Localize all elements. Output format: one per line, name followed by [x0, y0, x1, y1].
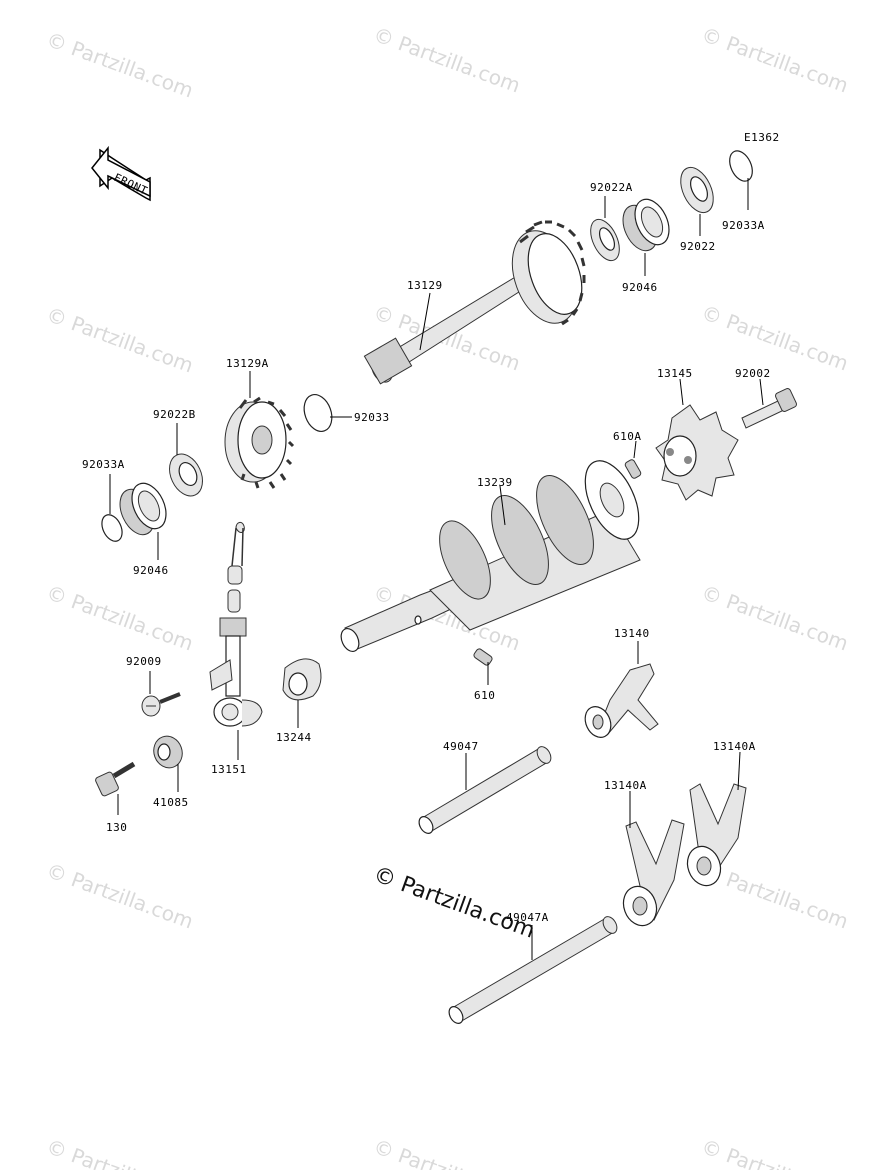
- label-92046-upper: 92046: [622, 281, 658, 294]
- label-13151: 13151: [211, 763, 247, 776]
- front-arrow-icon: FRONT: [91, 145, 151, 202]
- washer-92022B: [169, 453, 203, 497]
- plate-13145: [655, 404, 739, 501]
- label-92033A-upper: 92033A: [722, 219, 765, 232]
- fork-13140A-right: [686, 783, 747, 887]
- center-watermark: © Partzilla.com: [370, 862, 538, 944]
- diagram-code: E1362: [744, 131, 780, 144]
- washer-92022: [680, 166, 714, 214]
- gear-13129: [511, 220, 586, 326]
- watermark: © Partzilla.com: [698, 22, 851, 97]
- watermark: © Partzilla.com: [43, 1134, 196, 1170]
- label-92002: 92002: [735, 367, 771, 380]
- collar-41085: [153, 735, 183, 769]
- shaft-13129: [363, 220, 586, 385]
- watermark: © Partzilla.com: [698, 300, 851, 375]
- label-13129A: 13129A: [226, 357, 269, 370]
- watermark: © Partzilla.com: [43, 580, 196, 655]
- pin-610A: [624, 459, 642, 479]
- washer-92022A: [590, 218, 620, 262]
- watermark: © Partzilla.com: [698, 580, 851, 655]
- watermark: © Partzilla.com: [370, 22, 523, 97]
- rod-49047: [418, 746, 552, 834]
- watermark: © Partzilla.com: [43, 302, 196, 377]
- cam-13244: [282, 658, 322, 701]
- label-92009: 92009: [126, 655, 162, 668]
- gear-13129A: [224, 396, 295, 489]
- label-92033A-lower: 92033A: [82, 458, 125, 471]
- label-49047: 49047: [443, 740, 479, 753]
- circlip-92033: [303, 394, 333, 432]
- label-92022A: 92022A: [590, 181, 633, 194]
- label-92046-lower: 92046: [133, 564, 169, 577]
- pin-610: [473, 648, 493, 666]
- label-610A: 610A: [613, 430, 642, 443]
- bolt-130: [95, 761, 136, 797]
- label-92022: 92022: [680, 240, 716, 253]
- label-92033: 92033: [354, 411, 390, 424]
- label-13140A-left: 13140A: [604, 779, 647, 792]
- watermark: © Partzilla.com: [43, 858, 196, 933]
- bolt-92002: [741, 388, 797, 429]
- label-130: 130: [106, 821, 127, 834]
- rod-49047A: [448, 916, 618, 1024]
- label-13140A-right: 13140A: [713, 740, 756, 753]
- shift-lever-13151: [209, 521, 263, 727]
- label-13244: 13244: [276, 731, 312, 744]
- label-13145: 13145: [657, 367, 693, 380]
- circlip-92033A-upper: [729, 150, 753, 182]
- fork-13140: [584, 663, 659, 738]
- circlip-92033A-lower: [101, 514, 123, 542]
- label-13129: 13129: [407, 279, 443, 292]
- bearing-92046-upper: [622, 198, 670, 252]
- screw-92009: [141, 692, 181, 717]
- bearing-92046-lower: [119, 482, 167, 536]
- label-92022B: 92022B: [153, 408, 196, 421]
- watermark: © Partzilla.com: [43, 27, 196, 102]
- watermark: © Partzilla.com: [370, 1134, 523, 1170]
- fork-13140A-left: [622, 819, 685, 927]
- shift-drum-13239: [340, 460, 641, 652]
- watermark: © Partzilla.com: [698, 858, 851, 933]
- label-13239: 13239: [477, 476, 513, 489]
- label-49047A: 49047A: [506, 911, 549, 924]
- label-13140: 13140: [614, 627, 650, 640]
- label-41085: 41085: [153, 796, 189, 809]
- label-610: 610: [474, 689, 495, 702]
- watermark: © Partzilla.com: [698, 1134, 851, 1170]
